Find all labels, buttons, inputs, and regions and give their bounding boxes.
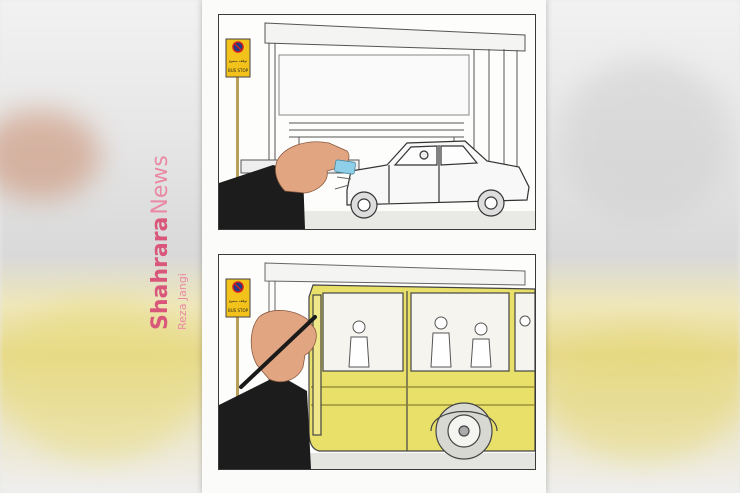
sign-text-bottom: BUS STOP (228, 68, 249, 73)
sign-text-top: توقف ممنوع (229, 59, 247, 63)
watermark-credit: Reza Jangi (176, 273, 189, 330)
bottom-panel: توقف ممنوع BUS STOP (218, 254, 536, 470)
sleeve (219, 375, 311, 469)
watermark-brand-part2: News (148, 155, 173, 215)
background-blot-grey-right (560, 60, 730, 220)
bus-stop-sign: توقف ممنوع BUS STOP (225, 38, 251, 78)
sign-pole (236, 75, 239, 225)
bus (308, 284, 535, 460)
watermark-brand-part1: Shahrara (148, 216, 173, 330)
sign-text-bottom: BUS STOP (228, 308, 249, 313)
pencil-icon (239, 315, 317, 389)
background-blot-yellow-right (548, 330, 740, 460)
passengers (348, 315, 531, 368)
car (334, 140, 530, 219)
eraser-icon (334, 159, 356, 175)
hand-with-pencil (219, 310, 317, 469)
hand (275, 141, 350, 194)
top-panel: توقف ممنوع BUS STOP (218, 14, 536, 230)
background-blot-yellow-left (0, 300, 200, 460)
paper-sheet: توقف ممنوع BUS STOP (202, 0, 546, 493)
bottom-panel-drawing: توقف ممنوع BUS STOP (219, 262, 535, 469)
hand-with-eraser (219, 141, 356, 229)
background-blot-left (0, 110, 100, 200)
sign-pole (236, 315, 239, 465)
bus-stop-sign: توقف ممنوع BUS STOP (225, 278, 251, 318)
sign-text-top: توقف ممنوع (229, 299, 247, 303)
top-panel-drawing: توقف ممنوع BUS STOP (219, 22, 535, 229)
